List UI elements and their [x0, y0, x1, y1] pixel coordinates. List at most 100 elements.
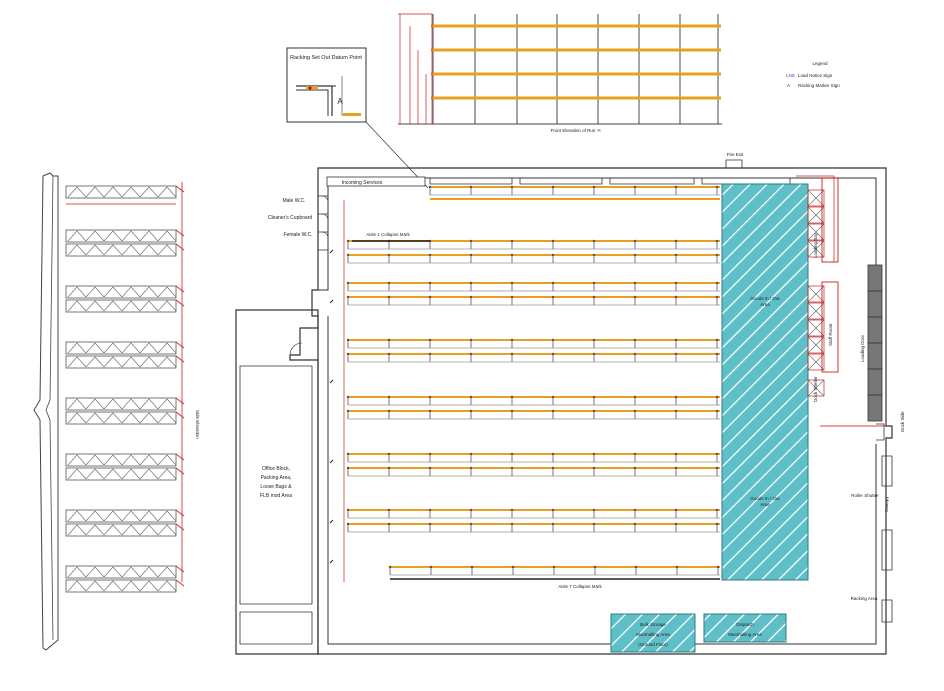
rack-upright-foot	[346, 239, 350, 243]
rack-upright-foot	[469, 508, 473, 512]
rack-upright-foot	[510, 239, 514, 243]
rack-upright-foot	[633, 185, 637, 189]
pallet-box	[807, 353, 825, 371]
elevation-dimensions	[398, 13, 433, 124]
rack-upright-foot	[715, 466, 719, 470]
loading-bay-label: Loading Bay	[813, 232, 818, 258]
rack-upright-foot	[715, 508, 719, 512]
dock-shelter-label: Dock Shelter	[813, 376, 818, 402]
dark-pallet-bay	[867, 290, 883, 318]
plan-tick-mark	[329, 299, 334, 304]
rack-upright-foot	[715, 522, 719, 526]
side-rack-marker	[175, 509, 185, 517]
rack-upright-foot	[469, 452, 473, 456]
elevation-caption: Front Elevation of Run 'A'	[551, 128, 602, 133]
rack-upright-foot	[675, 565, 679, 569]
rack-upright-foot	[715, 409, 719, 413]
rack-upright-foot	[715, 452, 719, 456]
rack-upright-foot	[510, 395, 514, 399]
legend-symbol-a: A	[787, 83, 790, 88]
rack-upright-foot	[551, 253, 555, 257]
side-rack-bay	[65, 341, 177, 355]
side-rack-marker	[175, 355, 185, 363]
rack-upright-foot	[510, 466, 514, 470]
rack-upright-foot	[633, 395, 637, 399]
side-rack-bay	[65, 185, 177, 199]
rack-upright-foot	[551, 452, 555, 456]
rack-upright-foot	[469, 281, 473, 285]
staff-room-label: Staff Room	[828, 323, 833, 346]
rack-upright-foot	[715, 239, 719, 243]
pallet-box-cross	[807, 353, 825, 371]
rack-upright-foot	[551, 352, 555, 356]
rack-upright-foot	[346, 452, 350, 456]
rack-upright-foot	[428, 253, 432, 257]
side-rack-bracing	[67, 244, 177, 256]
side-rack-bracing	[67, 468, 177, 480]
dispatch-area	[703, 613, 787, 643]
canopy-label: Canopy	[884, 496, 889, 512]
pallet-box-cross	[807, 285, 825, 303]
lower-left-line-1: Bulk Storage	[640, 622, 666, 627]
rack-upright-foot	[633, 338, 637, 342]
rack-upright-foot	[469, 338, 473, 342]
side-rack-marker	[175, 185, 185, 193]
side-rack-marker	[175, 579, 185, 587]
pallet-box	[807, 189, 825, 207]
rack-upright-foot	[592, 352, 596, 356]
rack-upright-foot	[387, 338, 391, 342]
legend-symbol-lns: LNS	[786, 73, 795, 78]
dark-pallet-bay	[867, 394, 883, 422]
side-rack-bracing	[67, 230, 177, 242]
side-rack-marker	[175, 453, 185, 461]
plan-tick-mark	[329, 519, 334, 524]
rack-upright-foot	[346, 409, 350, 413]
rack-upright-foot	[674, 352, 678, 356]
rack-upright-foot	[510, 452, 514, 456]
pallet-box	[807, 379, 825, 397]
rack-upright-foot	[346, 466, 350, 470]
legend-title: Legend	[812, 61, 828, 66]
cleaners-cupboard-label: Cleaner's Cupboard	[268, 215, 313, 221]
pallet-box-cross	[807, 223, 825, 241]
side-rack-bay	[65, 523, 177, 537]
side-rack-marker	[175, 523, 185, 531]
lower-left-line-2: Marshalling Area	[636, 632, 670, 637]
pallet-box	[807, 319, 825, 337]
rack-upright-foot	[428, 338, 432, 342]
pallet-box	[807, 285, 825, 303]
side-rack-marker	[175, 341, 185, 349]
datum-detail-title: Racking Set Out Datum Point	[290, 55, 362, 61]
office-block-line-2: Packing Area,	[261, 475, 292, 481]
rack-upright-foot	[633, 409, 637, 413]
rack-upright-foot	[469, 395, 473, 399]
rack-upright-foot	[551, 338, 555, 342]
rack-upright-foot	[346, 352, 350, 356]
rack-upright-foot	[715, 281, 719, 285]
rack-upright-foot	[346, 253, 350, 257]
rack-upright-foot	[633, 253, 637, 257]
pallet-box-cross	[807, 302, 825, 320]
dark-pallet-bay	[867, 342, 883, 370]
rack-upright-foot	[551, 508, 555, 512]
rack-upright-foot	[387, 352, 391, 356]
rack-upright-foot	[387, 281, 391, 285]
pallet-box	[807, 206, 825, 224]
lower-left-line-3: (Ground Floor)	[638, 642, 668, 647]
side-rack-bay	[65, 467, 177, 481]
side-rack-marker	[175, 285, 185, 293]
rack-upright-foot	[633, 508, 637, 512]
rack-upright-foot	[593, 565, 597, 569]
side-rack-bracing	[67, 186, 177, 198]
rack-upright-foot	[592, 466, 596, 470]
loading-door-label: Loading Door	[860, 334, 865, 362]
rack-upright-foot	[592, 409, 596, 413]
rack-upright-foot	[674, 239, 678, 243]
rack-upright-foot	[510, 295, 514, 299]
rack-upright-foot	[510, 253, 514, 257]
rack-upright-foot	[715, 295, 719, 299]
rack-upright-foot	[428, 185, 432, 189]
side-rack-marker	[175, 299, 185, 307]
rack-upright-foot	[592, 338, 596, 342]
rack-upright-foot	[429, 565, 433, 569]
